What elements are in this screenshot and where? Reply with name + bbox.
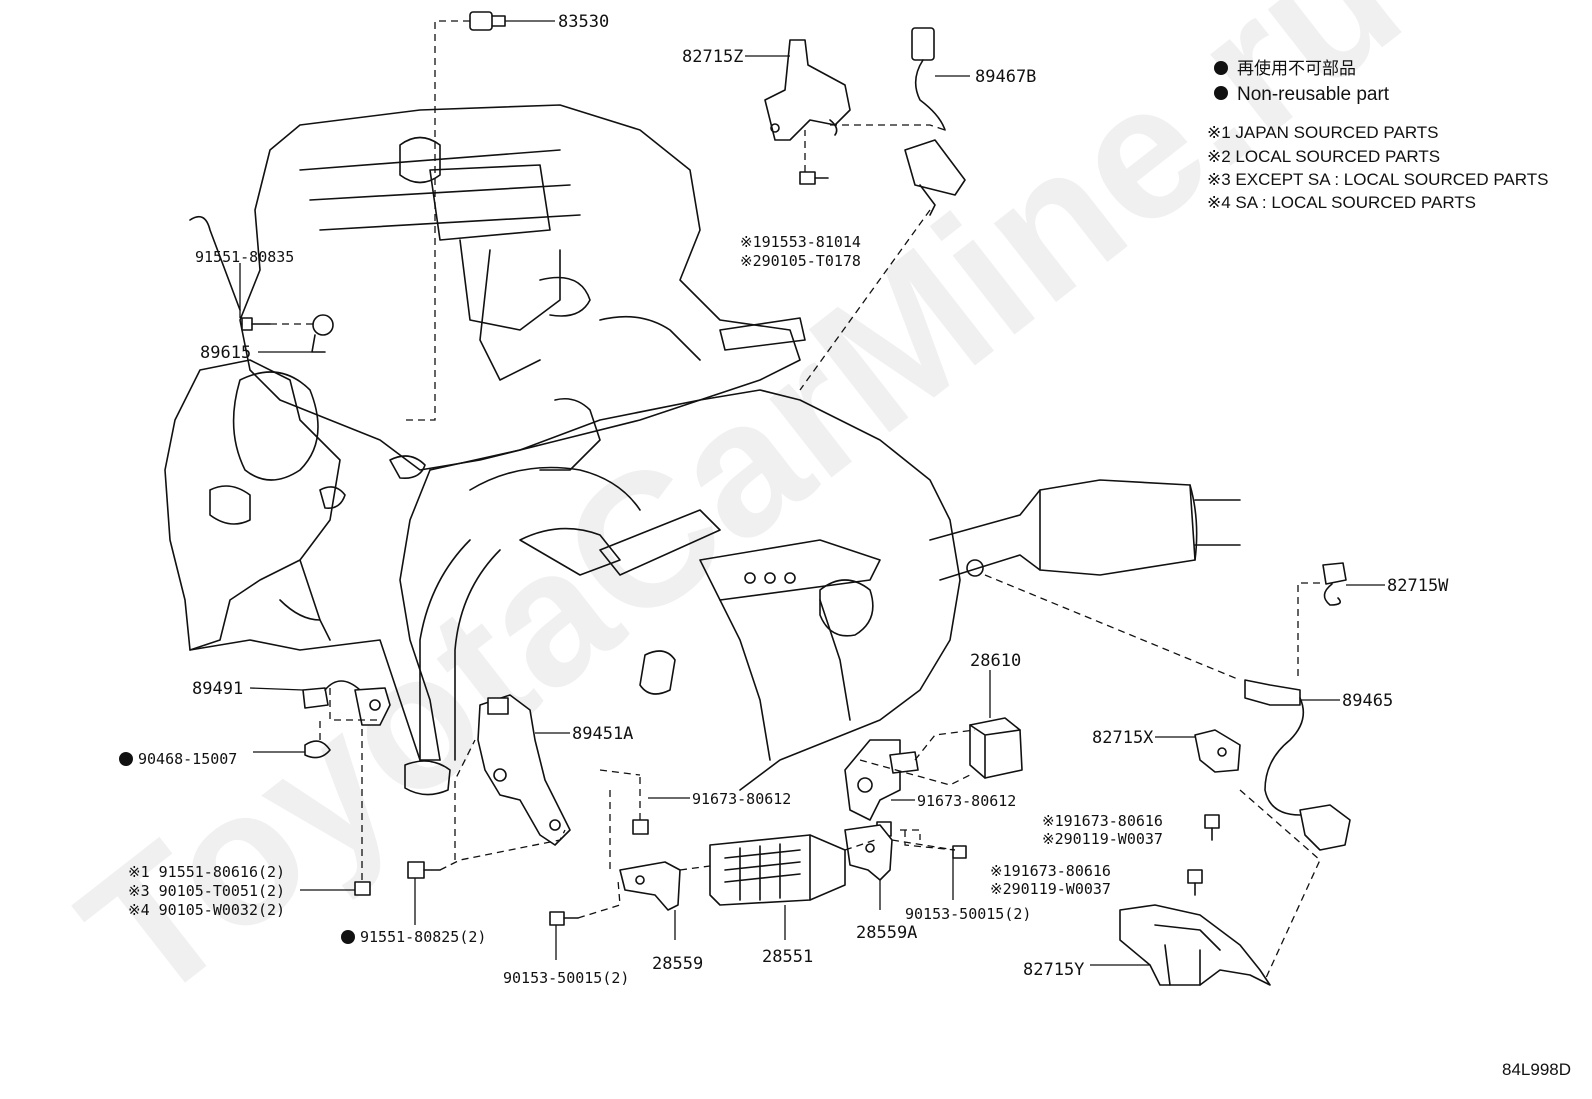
- label-90468-15007[interactable]: 90468-15007: [138, 750, 237, 768]
- legend-non-reusable-jp: 再使用不可部品: [1237, 58, 1356, 78]
- legend-note-4: ※4 SA : LOCAL SOURCED PARTS: [1207, 193, 1476, 212]
- label-90105-T0178[interactable]: ※290105-T0178: [740, 252, 861, 270]
- part-89451A-shape: [477, 694, 571, 846]
- dashed-reference-lines: [270, 20, 1321, 981]
- label-89451A[interactable]: 89451A: [572, 724, 633, 744]
- relay-bracket-shape: [844, 739, 919, 821]
- label-83530[interactable]: 83530: [558, 12, 609, 32]
- label-90105-T0051[interactable]: ※3 90105-T0051(2): [128, 882, 285, 900]
- label-91553-81014[interactable]: ※191553-81014: [740, 233, 861, 251]
- label-90153-50015-a[interactable]: 90153-50015(2): [503, 969, 629, 987]
- legend-note-1: ※1 JAPAN SOURCED PARTS: [1207, 123, 1439, 142]
- legend: 再使用不可部品 Non-reusable part ※1 JAPAN SOURC…: [1207, 58, 1548, 212]
- label-89465[interactable]: 89465: [1342, 691, 1393, 711]
- bolt-82715Z-shape: [799, 171, 829, 185]
- part-90468-shape: [304, 740, 331, 759]
- part-labels: 83530 82715Z 89467B ※191553-81014 ※29010…: [119, 12, 1449, 987]
- part-89467B-shape: [904, 27, 966, 216]
- part-28559-shape: [619, 861, 681, 911]
- label-28559[interactable]: 28559: [652, 954, 703, 974]
- part-82715X-shape: [1194, 729, 1241, 773]
- non-reusable-bullet-icon: [341, 930, 355, 944]
- part-82715W-shape: [1322, 562, 1347, 606]
- label-91551-80616[interactable]: ※1 91551-80616(2): [128, 863, 285, 881]
- label-28610[interactable]: 28610: [970, 651, 1021, 671]
- part-28610-shape: [969, 717, 1023, 779]
- label-89615[interactable]: 89615: [200, 343, 251, 363]
- part-82715Z-shape: [764, 39, 851, 141]
- part-89465-shape: [1244, 679, 1351, 851]
- engine-illustration: [164, 104, 1241, 796]
- label-90153-50015-b[interactable]: 90153-50015(2): [905, 905, 1031, 923]
- label-90119-W0037-a[interactable]: ※290119-W0037: [1042, 830, 1163, 848]
- part-83530-shape: [469, 11, 506, 31]
- label-82715Z[interactable]: 82715Z: [682, 47, 743, 67]
- part-89615-shape: [241, 314, 334, 353]
- legend-note-3: ※3 EXCEPT SA : LOCAL SOURCED PARTS: [1207, 170, 1548, 189]
- leader-lines: [239, 20, 1385, 966]
- legend-bullet-icon: [1214, 86, 1228, 100]
- legend-note-2: ※2 LOCAL SOURCED PARTS: [1207, 147, 1440, 166]
- part-89491-shape: [302, 680, 391, 726]
- label-91551-80825[interactable]: 91551-80825(2): [360, 928, 486, 946]
- label-89467B[interactable]: 89467B: [975, 67, 1036, 87]
- label-90105-W0032[interactable]: ※4 90105-W0032(2): [128, 901, 285, 919]
- part-82715Y-shape: [1119, 904, 1271, 986]
- label-82715X[interactable]: 82715X: [1092, 728, 1154, 748]
- diagram-code: 84L998D: [1502, 1060, 1571, 1079]
- legend-bullet-icon: [1214, 61, 1228, 75]
- part-28559A-shape: [844, 824, 893, 881]
- legend-non-reusable-en: Non-reusable part: [1237, 84, 1390, 105]
- label-91673-80612-a[interactable]: 91673-80612: [692, 790, 791, 808]
- part-28551-shape: [709, 834, 846, 906]
- label-89491[interactable]: 89491: [192, 679, 243, 699]
- bolt-shapes: [354, 814, 1220, 926]
- label-28551[interactable]: 28551: [762, 947, 813, 967]
- non-reusable-bullet-icon: [119, 752, 133, 766]
- label-91673-80616-b[interactable]: ※191673-80616: [990, 862, 1111, 880]
- label-82715Y[interactable]: 82715Y: [1023, 960, 1084, 980]
- label-91551-80835[interactable]: 91551-80835: [195, 248, 294, 266]
- label-90119-W0037-b[interactable]: ※290119-W0037: [990, 880, 1111, 898]
- label-82715W[interactable]: 82715W: [1387, 576, 1449, 596]
- label-28559A[interactable]: 28559A: [856, 923, 917, 943]
- label-91673-80612-b[interactable]: 91673-80612: [917, 792, 1016, 810]
- label-91673-80616-a[interactable]: ※191673-80616: [1042, 812, 1163, 830]
